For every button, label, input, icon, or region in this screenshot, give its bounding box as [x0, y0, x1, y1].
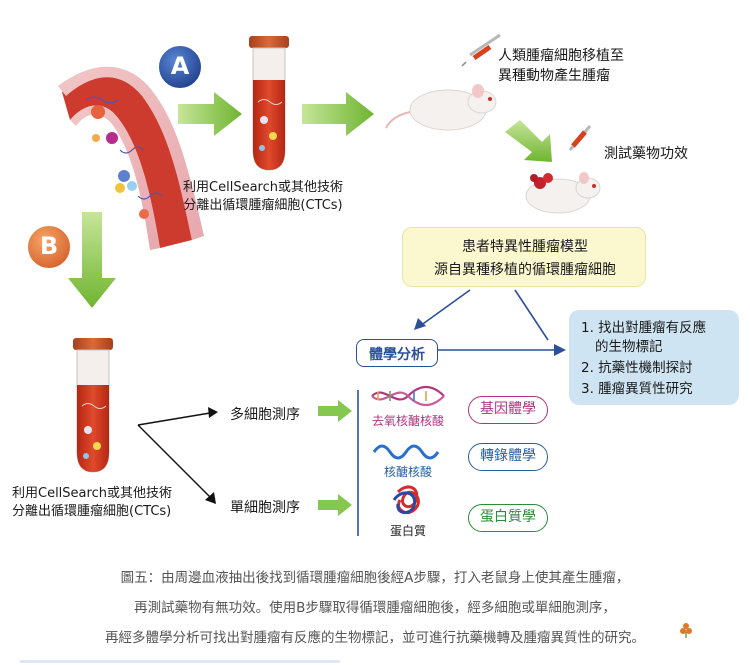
- green-arrow-a-to-tube: [178, 92, 242, 136]
- badge-a-circle: [157, 44, 203, 90]
- bottom-rule: [20, 660, 340, 663]
- connector-model-to-results: [514, 289, 549, 341]
- dna-icon: [371, 385, 445, 407]
- protein-icon: [392, 485, 420, 514]
- figure-caption-line2: 再測試藥物有無功效。使用B步驟取得循環腫瘤細胞後，經多細胞或單細胞測序，: [134, 600, 616, 616]
- blood-vessel-illustration: [58, 66, 204, 250]
- green-arrow-mouse-to-mouse: [505, 120, 552, 162]
- badge-b-circle: [26, 224, 72, 270]
- rna-label: 核醣核酸: [383, 465, 433, 479]
- patient-model-line2: 源自異種移植的循環腫瘤細胞: [434, 262, 616, 278]
- green-arrow-tube-to-mouse: [302, 92, 374, 136]
- patient-model-box: 患者特異性腫瘤模型 源自異種移植的循環腫瘤細胞: [402, 227, 646, 287]
- tube-b-caption-line2: 分離出循環腫瘤細胞(CTCs): [12, 504, 172, 519]
- test-tube-a: [249, 36, 289, 171]
- result-item-3: 3. 腫瘤異質性研究: [581, 381, 693, 397]
- arrow-to-multi-cell: [137, 407, 218, 426]
- tube-a-caption-line1: 利用CellSearch或其他技術: [183, 180, 343, 195]
- result-item-2: 2. 抗藥性機制探討: [581, 360, 693, 376]
- test-tube-b: [73, 338, 113, 473]
- dna-label: 去氧核醣核酸: [371, 414, 445, 428]
- omics-analysis-label: 體學分析: [369, 347, 425, 363]
- result-item-1-cont: 的生物標記: [595, 339, 663, 355]
- genomics-pill: 基因體學: [468, 396, 548, 424]
- proteomics-pill: 蛋白質學: [468, 504, 548, 532]
- arrow-to-single-cell: [137, 424, 216, 504]
- patient-model-line1: 患者特異性腫瘤模型: [462, 239, 588, 255]
- clover-icon: [680, 623, 692, 638]
- result-item-1: 1. 找出對腫瘤有反應: [581, 320, 707, 336]
- connector-omics-to-results: [438, 344, 566, 356]
- figure-caption-line3: 再經多體學分析可找出對腫瘤有反應的生物標記，並可進行抗藥機轉及腫瘤異質性的研究。: [105, 630, 645, 646]
- mouse-top-label-line2: 異種動物產生腫瘤: [498, 68, 610, 84]
- research-results-box: 1. 找出對腫瘤有反應 的生物標記 2. 抗藥性機制探討 3. 腫瘤異質性研究: [569, 310, 739, 405]
- green-arrow-single: [318, 494, 352, 516]
- tube-a-caption-line2: 分離出循環腫瘤細胞(CTCs): [183, 198, 343, 213]
- green-arrow-multi: [318, 400, 352, 422]
- badge-a: A: [170, 52, 190, 80]
- figure-caption-line1: 圖五：由周邊血液抽出後找到循環腫瘤細胞後經A步驟，打入老鼠身上使其產生腫瘤，: [120, 570, 630, 586]
- badge-b: B: [39, 232, 59, 260]
- mouse-top-illustration: [385, 33, 501, 131]
- connector-model-to-omics: [414, 289, 471, 330]
- mouse-top-label-line1: 人類腫瘤細胞移植至: [498, 48, 624, 64]
- mouse-test-label: 測試藥物功效: [604, 146, 688, 162]
- mouse-tumor-illustration: [525, 125, 601, 214]
- omics-analysis-box: 體學分析: [356, 339, 438, 367]
- tube-b-caption-line1: 利用CellSearch或其他技術: [12, 486, 172, 501]
- multi-cell-sequencing: 多細胞測序: [230, 407, 300, 423]
- single-cell-sequencing: 單細胞測序: [230, 500, 300, 516]
- green-arrow-down-b: [68, 212, 116, 308]
- transcriptomics-pill: 轉錄體學: [468, 443, 548, 471]
- protein-label: 蛋白質: [389, 524, 427, 538]
- rna-icon: [372, 444, 440, 460]
